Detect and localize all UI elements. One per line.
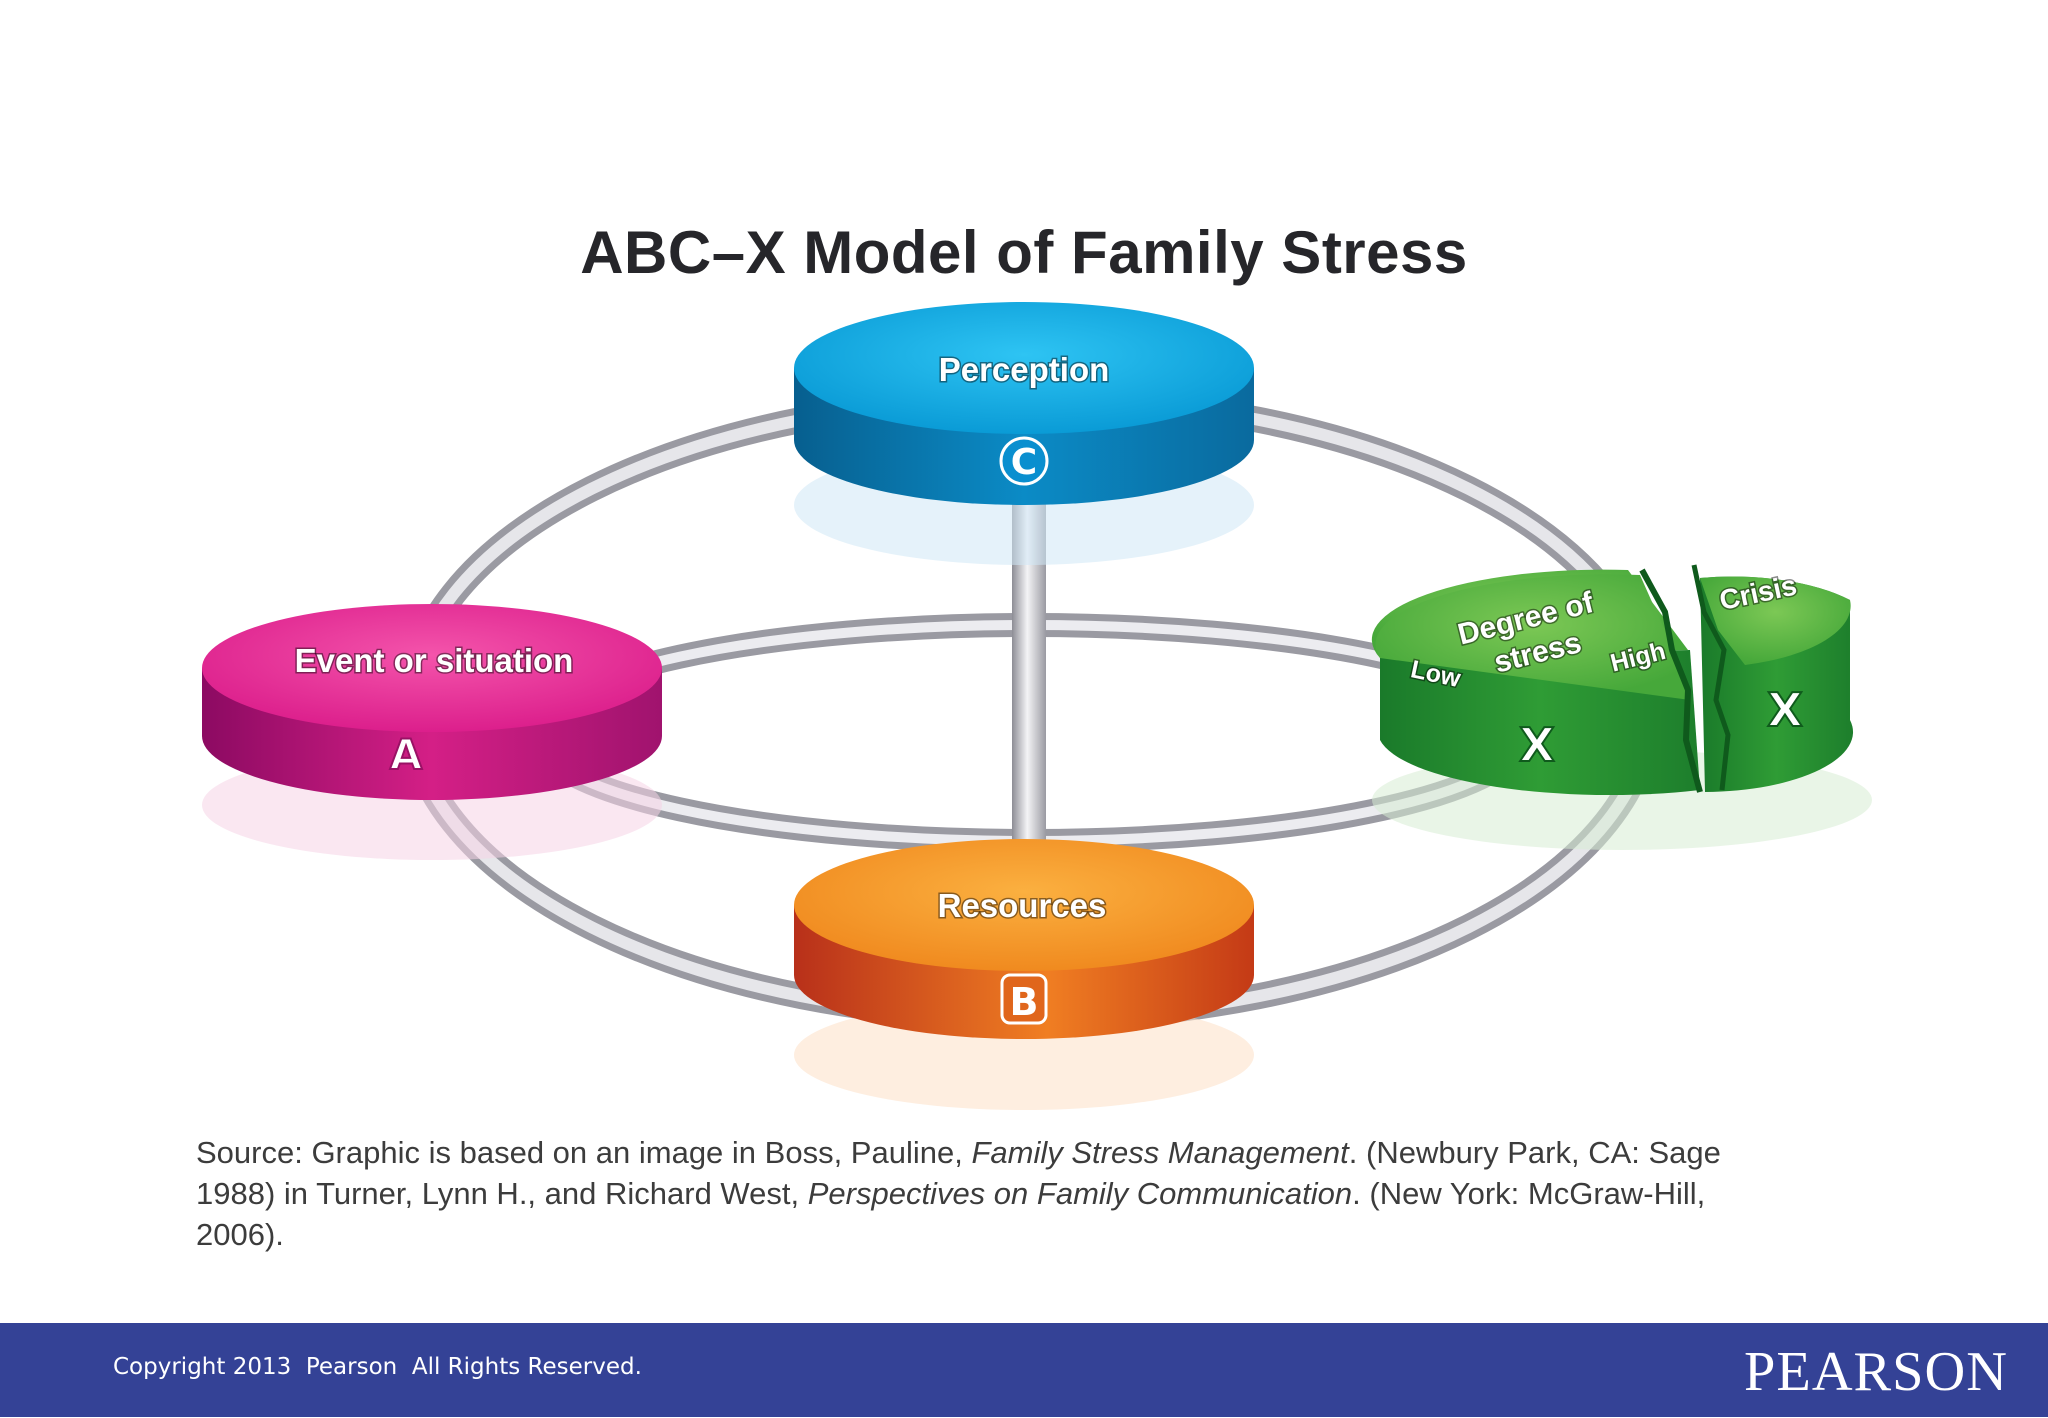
event-label: Event or situation [295, 642, 574, 679]
resources-letter: B [1010, 980, 1039, 1024]
event-letter: A [390, 730, 423, 779]
source-mid: . (Newbury Park, CA: Sage 1988) in Turne… [196, 1135, 1721, 1211]
event-node: Event or situation A [202, 604, 662, 860]
copyright-text: Copyright 2013 Pearson All Rights Reserv… [113, 1354, 642, 1380]
source-citation: Source: Graphic is based on an image in … [196, 1132, 1796, 1255]
resources-label: Resources [938, 887, 1107, 924]
perception-label: Perception [939, 351, 1110, 388]
stress-letter-low: X [1519, 718, 1554, 772]
pearson-logo-text: PEARSON [1744, 1341, 2008, 1399]
perception-letter: C [1011, 442, 1037, 483]
resources-letter-badge [1000, 973, 1048, 1025]
slide-title: ABC–X Model of Family Stress [580, 219, 1468, 286]
perception-letter-badge [999, 436, 1049, 486]
source-prefix: Source: Graphic is based on an image in … [196, 1135, 972, 1170]
source-book-1: Family Stress Management [971, 1135, 1349, 1170]
source-book-2: Perspectives on Family Communication [807, 1176, 1353, 1211]
perception-node: Perception C [794, 302, 1254, 565]
abcx-diagram: Perception C Event or situation A Resour… [202, 302, 1872, 1110]
pearson-logo: PEARSON [1744, 1341, 2008, 1399]
footer-bar: Copyright 2013 Pearson All Rights Reserv… [0, 1323, 2048, 1417]
source-suffix: . (New York: McGraw-Hill, 2006). [196, 1176, 1706, 1252]
resources-node: Resources B [794, 839, 1254, 1110]
stress-node: Degree of stress Low High Crisis X X [1371, 564, 1872, 850]
stress-letter-crisis: X [1767, 683, 1802, 737]
